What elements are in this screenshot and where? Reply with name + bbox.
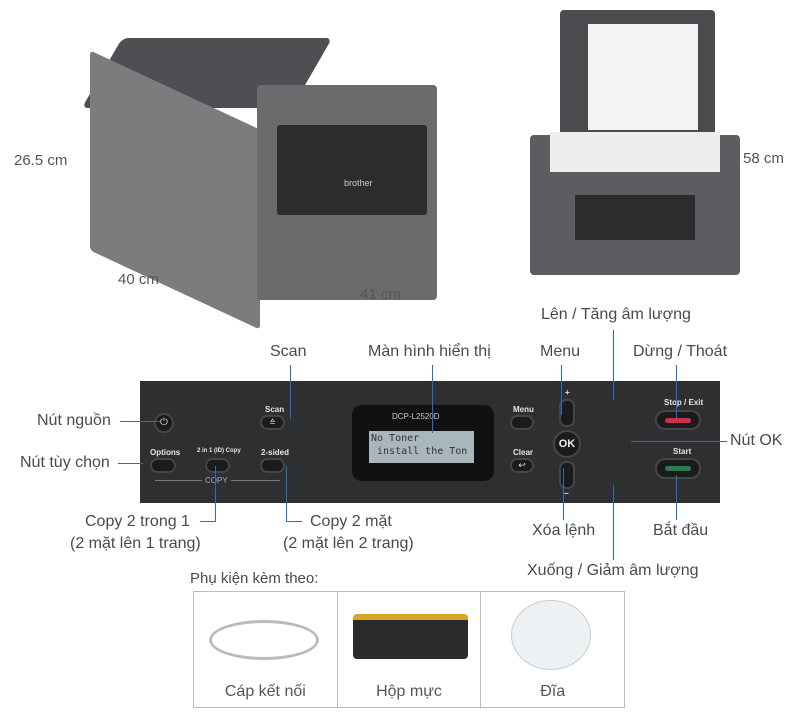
label-menu: Menu bbox=[540, 343, 581, 360]
lcd-text: No Toner install the Ton bbox=[369, 431, 474, 463]
label-volume-down: Xuống / Giảm âm lượng bbox=[527, 562, 699, 579]
width-dimension: 41 cm bbox=[360, 286, 401, 303]
menu-button[interactable] bbox=[510, 415, 534, 430]
minus-sign: − bbox=[564, 489, 569, 498]
accessory-toner: Hộp mực bbox=[338, 592, 482, 707]
lcd-line-1: No Toner bbox=[371, 433, 420, 444]
accessories-title: Phụ kiện kèm theo: bbox=[190, 570, 319, 587]
label-copy-2sided: Copy 2 mặt bbox=[310, 513, 392, 530]
two-sided-text: 2-sided bbox=[261, 448, 290, 457]
label-copy-2in1-sub: (2 mặt lên 1 trang) bbox=[70, 535, 201, 552]
accessory-label: Cáp kết nối bbox=[224, 683, 306, 700]
volume-down-button[interactable] bbox=[559, 461, 575, 489]
label-copy-2sided-sub: (2 mặt lên 2 trang) bbox=[283, 535, 414, 552]
label-display: Màn hình hiển thị bbox=[368, 343, 491, 360]
toner-image bbox=[352, 614, 468, 659]
copy-group-label: COPY bbox=[202, 476, 231, 485]
menu-text: Menu bbox=[513, 405, 534, 414]
label-stop: Dừng / Thoát bbox=[633, 343, 728, 360]
label-ok: Nút OK bbox=[730, 432, 783, 449]
open-height-dimension: 58 cm bbox=[743, 150, 784, 167]
label-options: Nút tùy chọn bbox=[20, 454, 110, 471]
options-button[interactable] bbox=[150, 458, 176, 473]
ok-button[interactable]: OK bbox=[553, 430, 581, 458]
printer-open-image bbox=[530, 10, 740, 276]
lcd-line-2: install the Ton bbox=[371, 446, 468, 457]
volume-up-button[interactable] bbox=[559, 399, 575, 427]
label-copy-2in1: Copy 2 trong 1 bbox=[85, 513, 190, 530]
accessories-table: Cáp kết nối Hộp mực Đĩa bbox=[193, 591, 625, 708]
id-copy-text: 2 in 1 (ID) Copy bbox=[197, 448, 241, 454]
options-text: Options bbox=[150, 448, 181, 457]
model-name: DCP-L2520D bbox=[392, 412, 440, 421]
brand-logo: brother bbox=[344, 178, 373, 188]
power-button[interactable]: ⏻ bbox=[154, 413, 174, 433]
stop-text: Stop / Exit bbox=[664, 398, 704, 407]
accessory-disc: Đĩa bbox=[481, 592, 624, 707]
label-volume-up: Lên / Tăng âm lượng bbox=[541, 306, 691, 323]
start-text: Start bbox=[673, 447, 692, 456]
control-panel: ⏻ Options 2 in 1 (ID) Copy 2-sided COPY … bbox=[140, 381, 720, 503]
label-clear: Xóa lệnh bbox=[532, 522, 596, 539]
cable-image bbox=[209, 620, 319, 660]
scan-button[interactable]: ≙ bbox=[260, 415, 285, 430]
depth-dimension: 40 cm bbox=[118, 271, 159, 288]
accessory-label: Đĩa bbox=[540, 683, 566, 700]
accessory-cable: Cáp kết nối bbox=[194, 592, 338, 707]
label-power: Nút nguồn bbox=[37, 412, 111, 429]
accessory-label: Hộp mực bbox=[376, 683, 442, 700]
disc-image bbox=[511, 600, 592, 670]
ok-text: OK bbox=[558, 438, 576, 450]
scan-text: Scan bbox=[265, 405, 285, 414]
height-dimension: 26.5 cm bbox=[14, 152, 68, 169]
label-scan: Scan bbox=[270, 343, 307, 360]
clear-button[interactable]: ↩ bbox=[510, 458, 534, 473]
printer-closed-image: brother bbox=[81, 30, 442, 330]
id-copy-button[interactable] bbox=[205, 458, 230, 473]
stop-button[interactable] bbox=[655, 410, 701, 430]
start-button[interactable] bbox=[655, 458, 701, 479]
two-sided-button[interactable] bbox=[260, 458, 285, 473]
clear-text: Clear bbox=[513, 448, 534, 457]
plus-sign: + bbox=[565, 388, 570, 397]
label-start: Bắt đầu bbox=[653, 522, 709, 539]
display-screen: DCP-L2520D No Toner install the Ton bbox=[352, 405, 494, 481]
